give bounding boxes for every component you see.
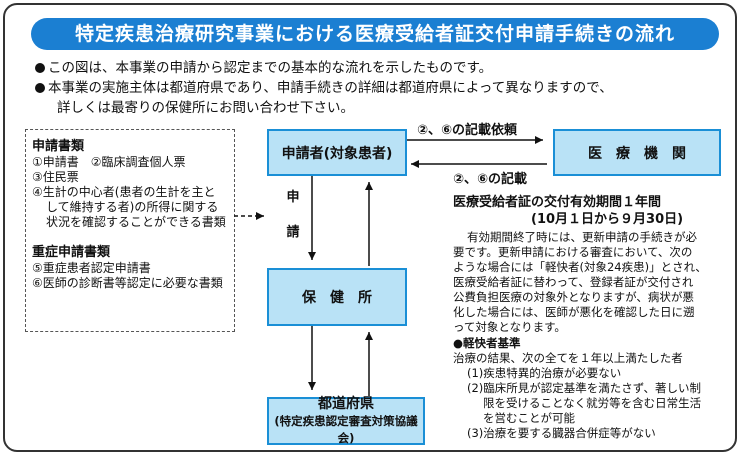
request-label: ②、⑥の記載依頼	[417, 123, 518, 138]
document-item-cont: して維持する者)の所得に関する	[46, 200, 219, 214]
health-center-node: 保 健 所	[267, 268, 407, 326]
severe-document-item: ⑥医師の診断書等認定に必要な書類	[32, 276, 223, 290]
diagram-frame: 特定疾患治療研究事業における医療受給者証交付申請手続きの流れ この図は、本事業の…	[3, 3, 737, 452]
prefecture-title: 都道府県	[318, 395, 374, 412]
bullet-icon	[35, 83, 45, 93]
document-item: ④生計の中心者(患者の生計を主と	[32, 185, 216, 199]
validity-heading: 医療受給者証の交付有効期間１年間	[453, 195, 662, 210]
criteria-item: (2)臨床所見が認定基準を満たさず、著しい制	[467, 381, 701, 395]
validity-info: 医療受給者証の交付有効期間１年間 (10月１日から９月30日) 有効期間終了時に…	[453, 194, 735, 441]
prefecture-node: 都道府県 (特定疾患認定審査対策協議会)	[267, 395, 425, 445]
document-item: ③住民票	[32, 170, 79, 184]
criteria-item: (3)治療を要する臓器合併症等がない	[467, 426, 656, 440]
prefecture-subtitle: (特定疾患認定審査対策協議会)	[274, 413, 418, 445]
criteria-heading: ●軽快者基準	[453, 336, 521, 350]
criteria-item: (1)疾患特異的治療が必要ない	[467, 366, 622, 380]
severe-document-item: ⑤重症患者認定申請書	[32, 261, 151, 275]
applicant-node: 申請者(対象患者)	[267, 129, 407, 176]
document-item: ①申請書 ②臨床調査個人票	[32, 155, 186, 169]
intro-line-3: 詳しくは最寄りの保健所にお問い合わせ下さい。	[57, 100, 354, 116]
diagram-title: 特定疾患治療研究事業における医療受給者証交付申請手続きの流れ	[31, 18, 719, 50]
intro-line-1: この図は、本事業の申請から認定までの基本的な流れを示したものです。	[35, 58, 492, 78]
severe-documents-heading: 重症申請書類	[32, 245, 111, 260]
validity-body: 有効期間終了時には、更新申請の手続きが必 要です。更新申請における審査において、…	[453, 230, 707, 334]
validity-period: (10月１日から９月30日)	[531, 212, 684, 227]
intro-line-2: 本事業の実施主体は都道府県であり、申請手続きの詳細は都道府県によって異なりますの…	[35, 78, 613, 98]
flow-arrows	[234, 136, 547, 396]
criteria-item-cont: を営むことが可能	[483, 411, 575, 425]
bullet-icon	[35, 63, 45, 73]
documents-heading: 申請書類	[32, 139, 85, 154]
apply-label-2: 請	[286, 225, 300, 240]
criteria-intro: 治療の結果、次の全てを１年以上満たした者	[453, 351, 683, 365]
criteria-item-cont: 限を受けることなく就労等を含む日常生活	[483, 396, 702, 410]
application-documents-panel: 申請書類 ①申請書 ②臨床調査個人票 ③住民票 ④生計の中心者(患者の生計を主と…	[25, 129, 235, 332]
medical-institution-node: 医 療 機 関	[553, 129, 721, 176]
apply-label-1: 申	[286, 190, 300, 205]
return-label: ②、⑥の記載	[453, 172, 528, 187]
document-item-cont: 状況を確認することができる書類	[46, 215, 226, 229]
